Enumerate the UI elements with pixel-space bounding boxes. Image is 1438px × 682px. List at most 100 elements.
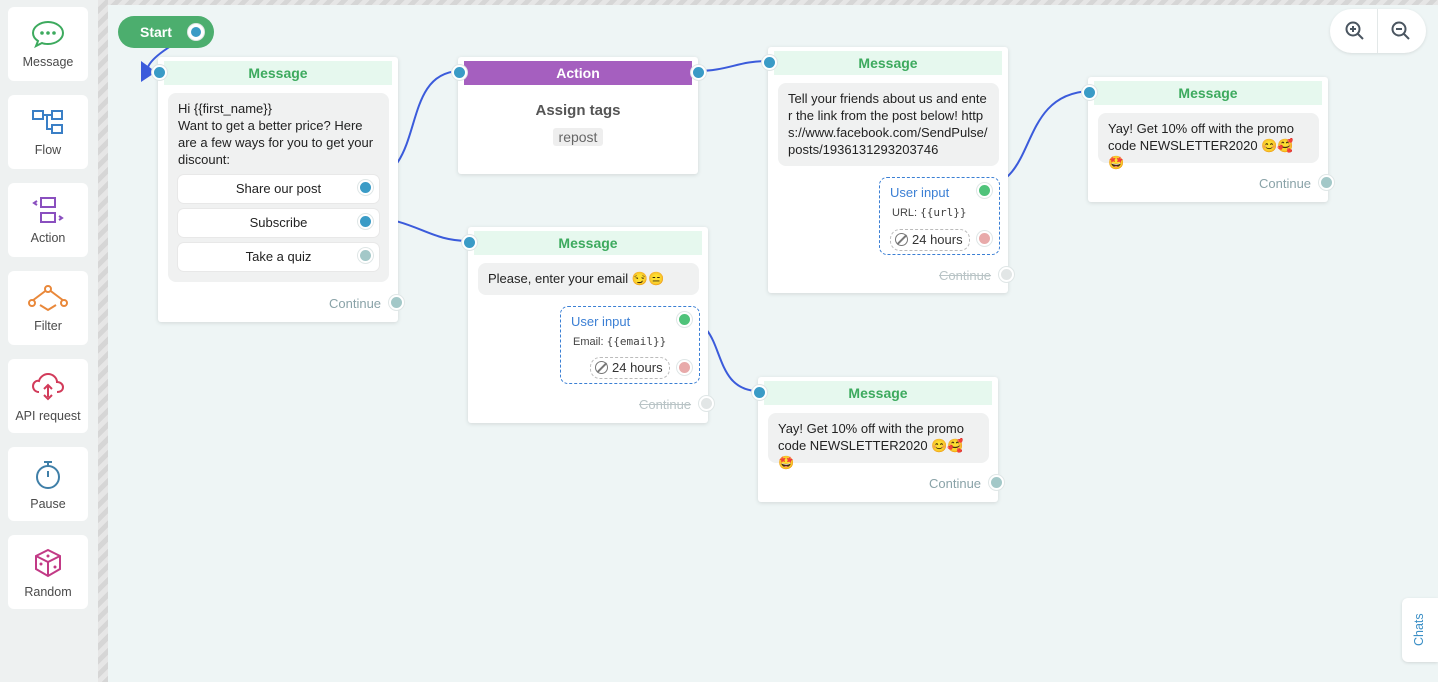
timeout-port[interactable]	[977, 231, 992, 246]
message-bubble: Yay! Get 10% off with the promo code NEW…	[1098, 113, 1319, 170]
message-text: Yay! Get 10% off with the promo code NEW…	[1108, 121, 1294, 170]
continue-port[interactable]	[989, 475, 1004, 490]
tag-chip: repost	[553, 128, 603, 146]
zoom-out-icon[interactable]	[1390, 20, 1412, 42]
palette-item-message[interactable]: Message	[8, 7, 88, 81]
subscribe-button[interactable]: Subscribe	[178, 209, 379, 237]
take-quiz-button[interactable]: Take a quiz	[178, 243, 379, 271]
timeout-label: 24 hours	[912, 232, 963, 247]
continue-port[interactable]	[699, 396, 714, 411]
timeout-badge: 24 hours	[590, 357, 670, 379]
canvas-border	[98, 0, 108, 682]
continue-label: Continue	[329, 296, 382, 311]
palette-label: Message	[22, 55, 74, 69]
palette-item-api-request[interactable]: API request	[8, 359, 88, 433]
palette-label: Random	[24, 585, 72, 599]
message-bubble: Yay! Get 10% off with the promo code NEW…	[768, 413, 989, 470]
start-port[interactable]	[188, 24, 204, 40]
variable-label: Email: {{email}}	[573, 335, 666, 348]
palette-item-action[interactable]: Action	[8, 183, 88, 257]
user-input-block[interactable]: User input URL: {{url}} 24 hours	[879, 177, 1000, 255]
action-title: Assign tags	[535, 102, 621, 119]
palette-label: Filter	[34, 319, 62, 333]
input-port[interactable]	[1082, 85, 1097, 100]
continue-port[interactable]	[389, 295, 404, 310]
variable-name: Email:	[573, 336, 604, 348]
button-label: Take a quiz	[245, 249, 312, 264]
variable-value: {{email}}	[606, 335, 667, 348]
message-bubble: Hi {{first_name}} Want to get a better p…	[168, 93, 389, 282]
user-input-port[interactable]	[677, 312, 692, 327]
node-header: Message	[764, 381, 992, 405]
share-post-port[interactable]	[358, 180, 373, 195]
palette-item-flow[interactable]: Flow	[8, 95, 88, 169]
node-header: Message	[474, 231, 702, 255]
palette-label: Flow	[34, 143, 62, 157]
message-node-4[interactable]: Message Yay! Get 10% off with the promo …	[1082, 77, 1334, 202]
palette-label: API request	[15, 409, 81, 423]
cloud-api-icon	[31, 372, 65, 401]
dice-icon	[35, 548, 61, 578]
message-node-1[interactable]: Message Hi {{first_name}} Want to get a …	[152, 57, 404, 322]
input-port[interactable]	[752, 385, 767, 400]
message-text: Tell your friends about us and enter the…	[788, 91, 988, 157]
user-input-port[interactable]	[977, 183, 992, 198]
input-port[interactable]	[152, 65, 167, 80]
node-header: Message	[1094, 81, 1322, 105]
variable-value: {{url}}	[920, 206, 967, 219]
stopwatch-icon	[36, 461, 60, 489]
chats-label: Chats	[1412, 613, 1426, 646]
message-text: Please, enter your email 😏😑	[488, 271, 665, 286]
input-port[interactable]	[452, 65, 467, 80]
no-entry-icon	[895, 233, 908, 246]
node-palette-sidebar: Message Flow Action Filter	[0, 0, 98, 682]
input-port[interactable]	[762, 55, 777, 70]
start-label: Start	[140, 24, 172, 40]
palette-item-random[interactable]: Random	[8, 535, 88, 609]
continue-label: Continue	[939, 268, 992, 283]
variable-label: URL: {{url}}	[892, 206, 966, 219]
user-input-title: User input	[571, 314, 631, 329]
continue-port[interactable]	[1319, 175, 1334, 190]
subscribe-port[interactable]	[358, 214, 373, 229]
flow-icon	[32, 110, 63, 134]
continue-label: Continue	[929, 476, 982, 491]
share-post-button[interactable]: Share our post	[178, 175, 379, 203]
message-node-5[interactable]: Message Yay! Get 10% off with the promo …	[752, 377, 1004, 502]
user-input-title: User input	[890, 185, 950, 200]
flow-canvas[interactable]: Start Message Hi {{first_name}} Want to …	[108, 5, 1438, 682]
palette-item-filter[interactable]: Filter	[8, 271, 88, 345]
timeout-label: 24 hours	[612, 360, 663, 375]
variable-name: URL:	[892, 207, 918, 219]
input-port[interactable]	[462, 235, 477, 250]
chat-bubble-icon	[31, 20, 65, 49]
timeout-port[interactable]	[677, 360, 692, 375]
message-text-line1: Hi {{first_name}}	[178, 101, 272, 116]
continue-label: Continue	[1259, 176, 1312, 191]
message-bubble: Tell your friends about us and enter the…	[778, 83, 999, 166]
continue-port[interactable]	[999, 267, 1014, 282]
action-header: Action	[464, 61, 692, 85]
button-label: Share our post	[235, 181, 322, 196]
zoom-controls	[1330, 9, 1426, 53]
message-text: Yay! Get 10% off with the promo code NEW…	[778, 421, 964, 470]
start-node[interactable]: Start	[118, 16, 214, 48]
zoom-in-icon[interactable]	[1344, 20, 1366, 42]
button-label: Subscribe	[249, 215, 308, 230]
message-node-2[interactable]: Message Please, enter your email 😏😑 User…	[462, 227, 714, 423]
message-bubble: Please, enter your email 😏😑	[478, 263, 699, 295]
message-node-3[interactable]: Message Tell your friends about us and e…	[762, 47, 1014, 293]
zoom-divider	[1377, 9, 1378, 53]
action-icon	[32, 197, 64, 223]
user-input-block[interactable]: User input Email: {{email}} 24 hours	[560, 306, 700, 384]
canvas-border-top	[108, 0, 1438, 5]
palette-label: Pause	[30, 497, 66, 511]
chats-tab[interactable]: Chats	[1402, 598, 1438, 662]
action-node[interactable]: Action Assign tags repost	[452, 57, 706, 174]
take-quiz-port[interactable]	[358, 248, 373, 263]
continue-label: Continue	[639, 397, 692, 412]
output-port[interactable]	[691, 65, 706, 80]
filter-icon	[28, 285, 68, 312]
palette-item-pause[interactable]: Pause	[8, 447, 88, 521]
node-header: Message	[774, 51, 1002, 75]
